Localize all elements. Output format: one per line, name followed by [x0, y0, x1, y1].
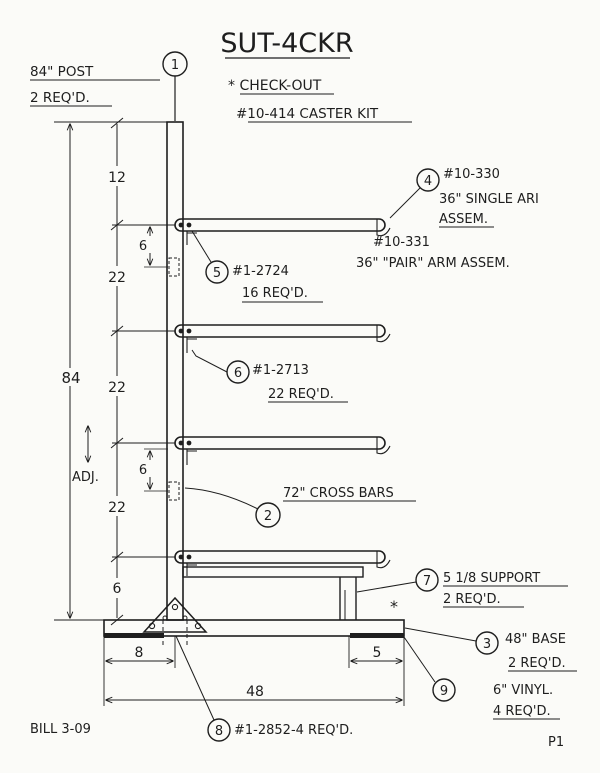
svg-text:16 REQ'D.: 16 REQ'D.	[242, 286, 308, 301]
svg-text:4: 4	[424, 174, 432, 189]
callout-2-cross-bars: 2 72" CROSS BARS	[184, 486, 416, 528]
svg-text:6: 6	[139, 239, 147, 254]
dimension-base-right: 5	[348, 636, 405, 706]
dimension-overall-height: 84	[54, 121, 167, 621]
svg-text:48" BASE: 48" BASE	[505, 632, 566, 647]
dimension-base-total: 48	[106, 682, 402, 700]
svg-text:4 REQ'D.: 4 REQ'D.	[493, 704, 551, 719]
svg-text:7: 7	[423, 574, 431, 589]
svg-text:#10-331: #10-331	[373, 235, 430, 250]
svg-text:5 1/8 SUPPORT: 5 1/8 SUPPORT	[443, 571, 540, 586]
svg-text:48: 48	[246, 684, 264, 700]
arm-assembly-4	[174, 550, 391, 576]
svg-text:#1-2724: #1-2724	[232, 264, 289, 279]
svg-text:2 REQ'D.: 2 REQ'D.	[30, 90, 90, 106]
callout-3-base: 3 48" BASE 2 REQ'D.	[404, 627, 577, 672]
svg-text:22 REQ'D.: 22 REQ'D.	[268, 387, 334, 402]
svg-text:84: 84	[61, 369, 80, 387]
svg-text:ASSEM.: ASSEM.	[439, 212, 488, 227]
adjustment-hole-upper	[168, 257, 180, 277]
page-number: P1	[548, 735, 564, 750]
svg-text:2: 2	[264, 509, 272, 524]
arm-assembly-2	[174, 324, 391, 353]
base-gusset	[142, 596, 208, 633]
base-asterisk: *	[390, 597, 398, 616]
callout-1-post: 1 84" POST 2 REQ'D.	[30, 51, 188, 121]
svg-text:#10-330: #10-330	[443, 167, 500, 182]
upright-post	[166, 121, 184, 621]
adjustable-indicator: ADJ.	[72, 426, 99, 485]
check-out-note: * CHECK-OUT	[228, 78, 322, 94]
svg-text:ADJ.: ADJ.	[72, 470, 99, 485]
svg-text:6: 6	[139, 463, 147, 478]
svg-text:6" VINYL.: 6" VINYL.	[493, 683, 553, 698]
svg-text:9: 9	[440, 684, 448, 699]
svg-text:5: 5	[213, 266, 221, 281]
support-block	[182, 566, 364, 620]
callout-6-clip: 6 #1-2713 22 REQ'D.	[191, 349, 348, 403]
dimension-hole-spacing-lower: 6	[135, 448, 168, 492]
svg-text:#1-2713: #1-2713	[252, 363, 309, 378]
dimension-base-left: 8	[103, 636, 176, 706]
svg-text:3: 3	[483, 637, 491, 652]
callout-4-arm-assembly: 4 #10-330 36" SINGLE ARI ASSEM. #10-331 …	[356, 167, 539, 271]
bill-number: BILL 3-09	[30, 722, 91, 737]
svg-text:6: 6	[234, 366, 242, 381]
arm-assembly-3	[174, 436, 391, 465]
svg-text:1: 1	[171, 58, 179, 73]
dimension-chain: 12 22 22 22 6	[104, 117, 175, 626]
arm-assembly-1	[174, 218, 391, 245]
dimension-hole-spacing-upper: 6	[135, 224, 168, 268]
drawing-title: SUT-4CKR	[220, 28, 353, 59]
svg-text:5: 5	[373, 645, 382, 661]
svg-text:6: 6	[113, 581, 122, 597]
svg-text:84" POST: 84" POST	[30, 64, 94, 80]
svg-text:22: 22	[108, 380, 126, 396]
svg-text:36" "PAIR" ARM ASSEM.: 36" "PAIR" ARM ASSEM.	[356, 256, 510, 271]
svg-text:#1-2852-4 REQ'D.: #1-2852-4 REQ'D.	[234, 723, 353, 738]
callout-8-bolts: 8 #1-2852-4 REQ'D.	[175, 635, 353, 742]
svg-text:72" CROSS BARS: 72" CROSS BARS	[283, 486, 394, 501]
svg-text:36" SINGLE ARI: 36" SINGLE ARI	[439, 192, 539, 207]
callout-9-vinyl: 9 6" VINYL. 4 REQ'D.	[403, 636, 560, 720]
callout-5-clip: 5 #1-2724 16 REQ'D.	[191, 230, 323, 303]
adjustment-hole-lower	[168, 481, 180, 501]
svg-text:8: 8	[135, 645, 144, 661]
svg-text:22: 22	[108, 270, 126, 286]
svg-text:8: 8	[215, 724, 223, 739]
caster-kit-note: #10-414 CASTER KIT	[236, 106, 379, 122]
callout-7-support: 7 5 1/8 SUPPORT 2 REQ'D.	[356, 568, 568, 608]
svg-text:22: 22	[108, 500, 126, 516]
svg-text:2 REQ'D.: 2 REQ'D.	[508, 656, 566, 671]
base-beam	[103, 619, 405, 648]
svg-text:2 REQ'D.: 2 REQ'D.	[443, 592, 501, 607]
svg-text:12: 12	[108, 170, 126, 186]
